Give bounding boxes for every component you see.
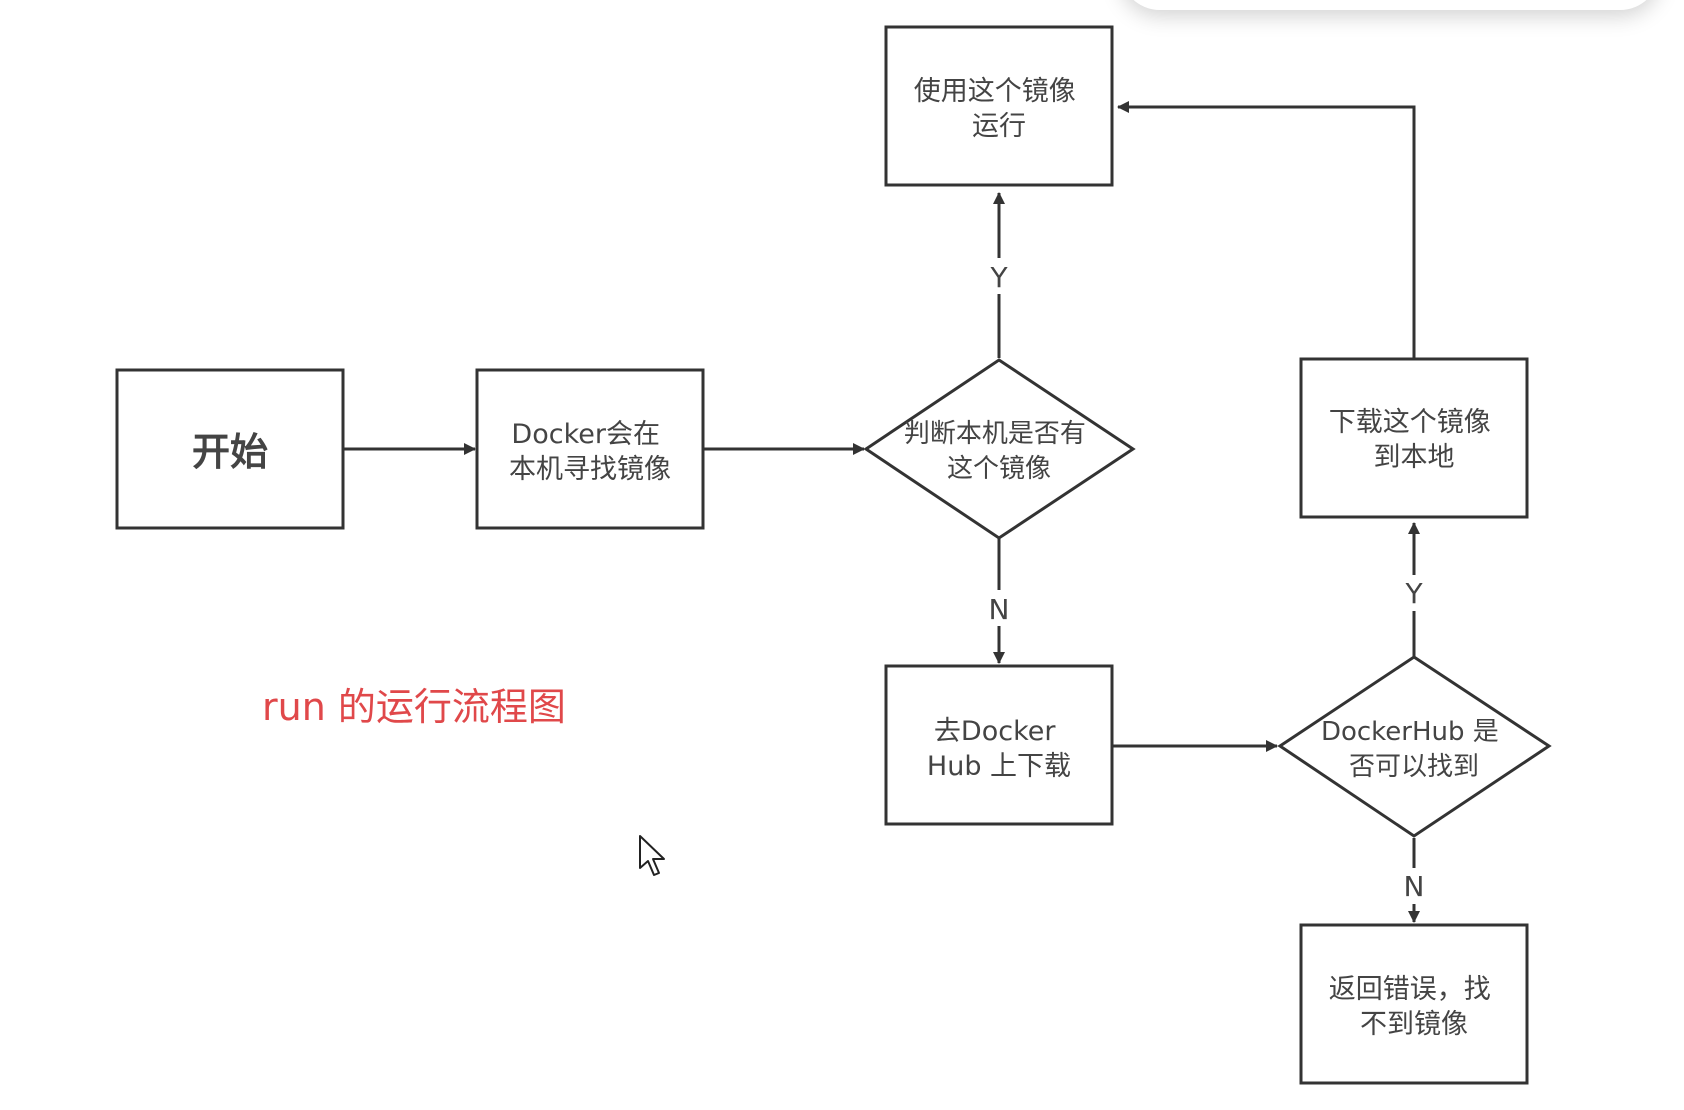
- node-check-local-line-2: 这个镜像: [947, 454, 1051, 484]
- mouse-pointer-icon: [639, 835, 665, 876]
- node-search-local: [475, 368, 705, 530]
- edge-label-local-no: N: [989, 593, 1010, 626]
- node-download-line-1: 下载这个镜像: [1329, 407, 1491, 438]
- svg-text:下载这个镜像 到本地: 下载这个镜像 到本地: [1329, 407, 1500, 473]
- node-download-line-2: 到本地: [1374, 442, 1455, 473]
- window-shadow: [1120, 0, 1660, 10]
- node-start: [115, 368, 345, 530]
- node-go-hub-line-1: 去Docker: [934, 716, 1056, 747]
- node-run-image-line-1: 使用这个镜像: [914, 76, 1076, 107]
- node-download: [1299, 357, 1529, 519]
- node-go-hub-line-2: Hub 上下载: [927, 751, 1071, 782]
- node-error-line-1: 返回错误，找: [1329, 974, 1491, 1005]
- diagram-caption: run 的运行流程图: [262, 685, 566, 729]
- node-error: [1299, 923, 1529, 1085]
- node-start-label: 开始: [192, 430, 268, 474]
- node-go-hub: [884, 664, 1114, 826]
- node-check-hub: [1277, 655, 1552, 838]
- svg-text:DockerHub 是 否可以找到: DockerHub 是 否可以找到: [1321, 717, 1507, 782]
- node-search-local-line-1: Docker会在: [511, 419, 660, 450]
- svg-text:判断本机是否有 这个镜像: 判断本机是否有 这个镜像: [904, 419, 1094, 484]
- node-run-image-line-2: 运行: [972, 111, 1026, 142]
- node-run-image: [884, 25, 1114, 187]
- edge-label-local-yes: Y: [989, 261, 1008, 294]
- node-check-local: [863, 358, 1136, 540]
- svg-text:Docker会在 本机寻找镜像: Docker会在 本机寻找镜像: [509, 419, 671, 485]
- node-error-line-2: 不到镜像: [1360, 1009, 1468, 1040]
- svg-text:去Docker Hub 上下载: 去Docker Hub 上下载: [927, 716, 1071, 782]
- edge-download-to-run: [1117, 101, 1416, 358]
- edge-label-hub-yes: Y: [1404, 577, 1423, 610]
- node-check-local-line-1: 判断本机是否有: [904, 419, 1086, 449]
- svg-text:返回错误，找 不到镜像: 返回错误，找 不到镜像: [1329, 974, 1500, 1040]
- node-check-hub-line-2: 否可以找到: [1349, 752, 1479, 782]
- node-search-local-line-2: 本机寻找镜像: [509, 454, 671, 485]
- svg-text:使用这个镜像 运行: 使用这个镜像 运行: [914, 76, 1085, 142]
- edge-label-hub-no: N: [1404, 870, 1425, 903]
- node-check-hub-line-1: DockerHub 是: [1321, 717, 1499, 747]
